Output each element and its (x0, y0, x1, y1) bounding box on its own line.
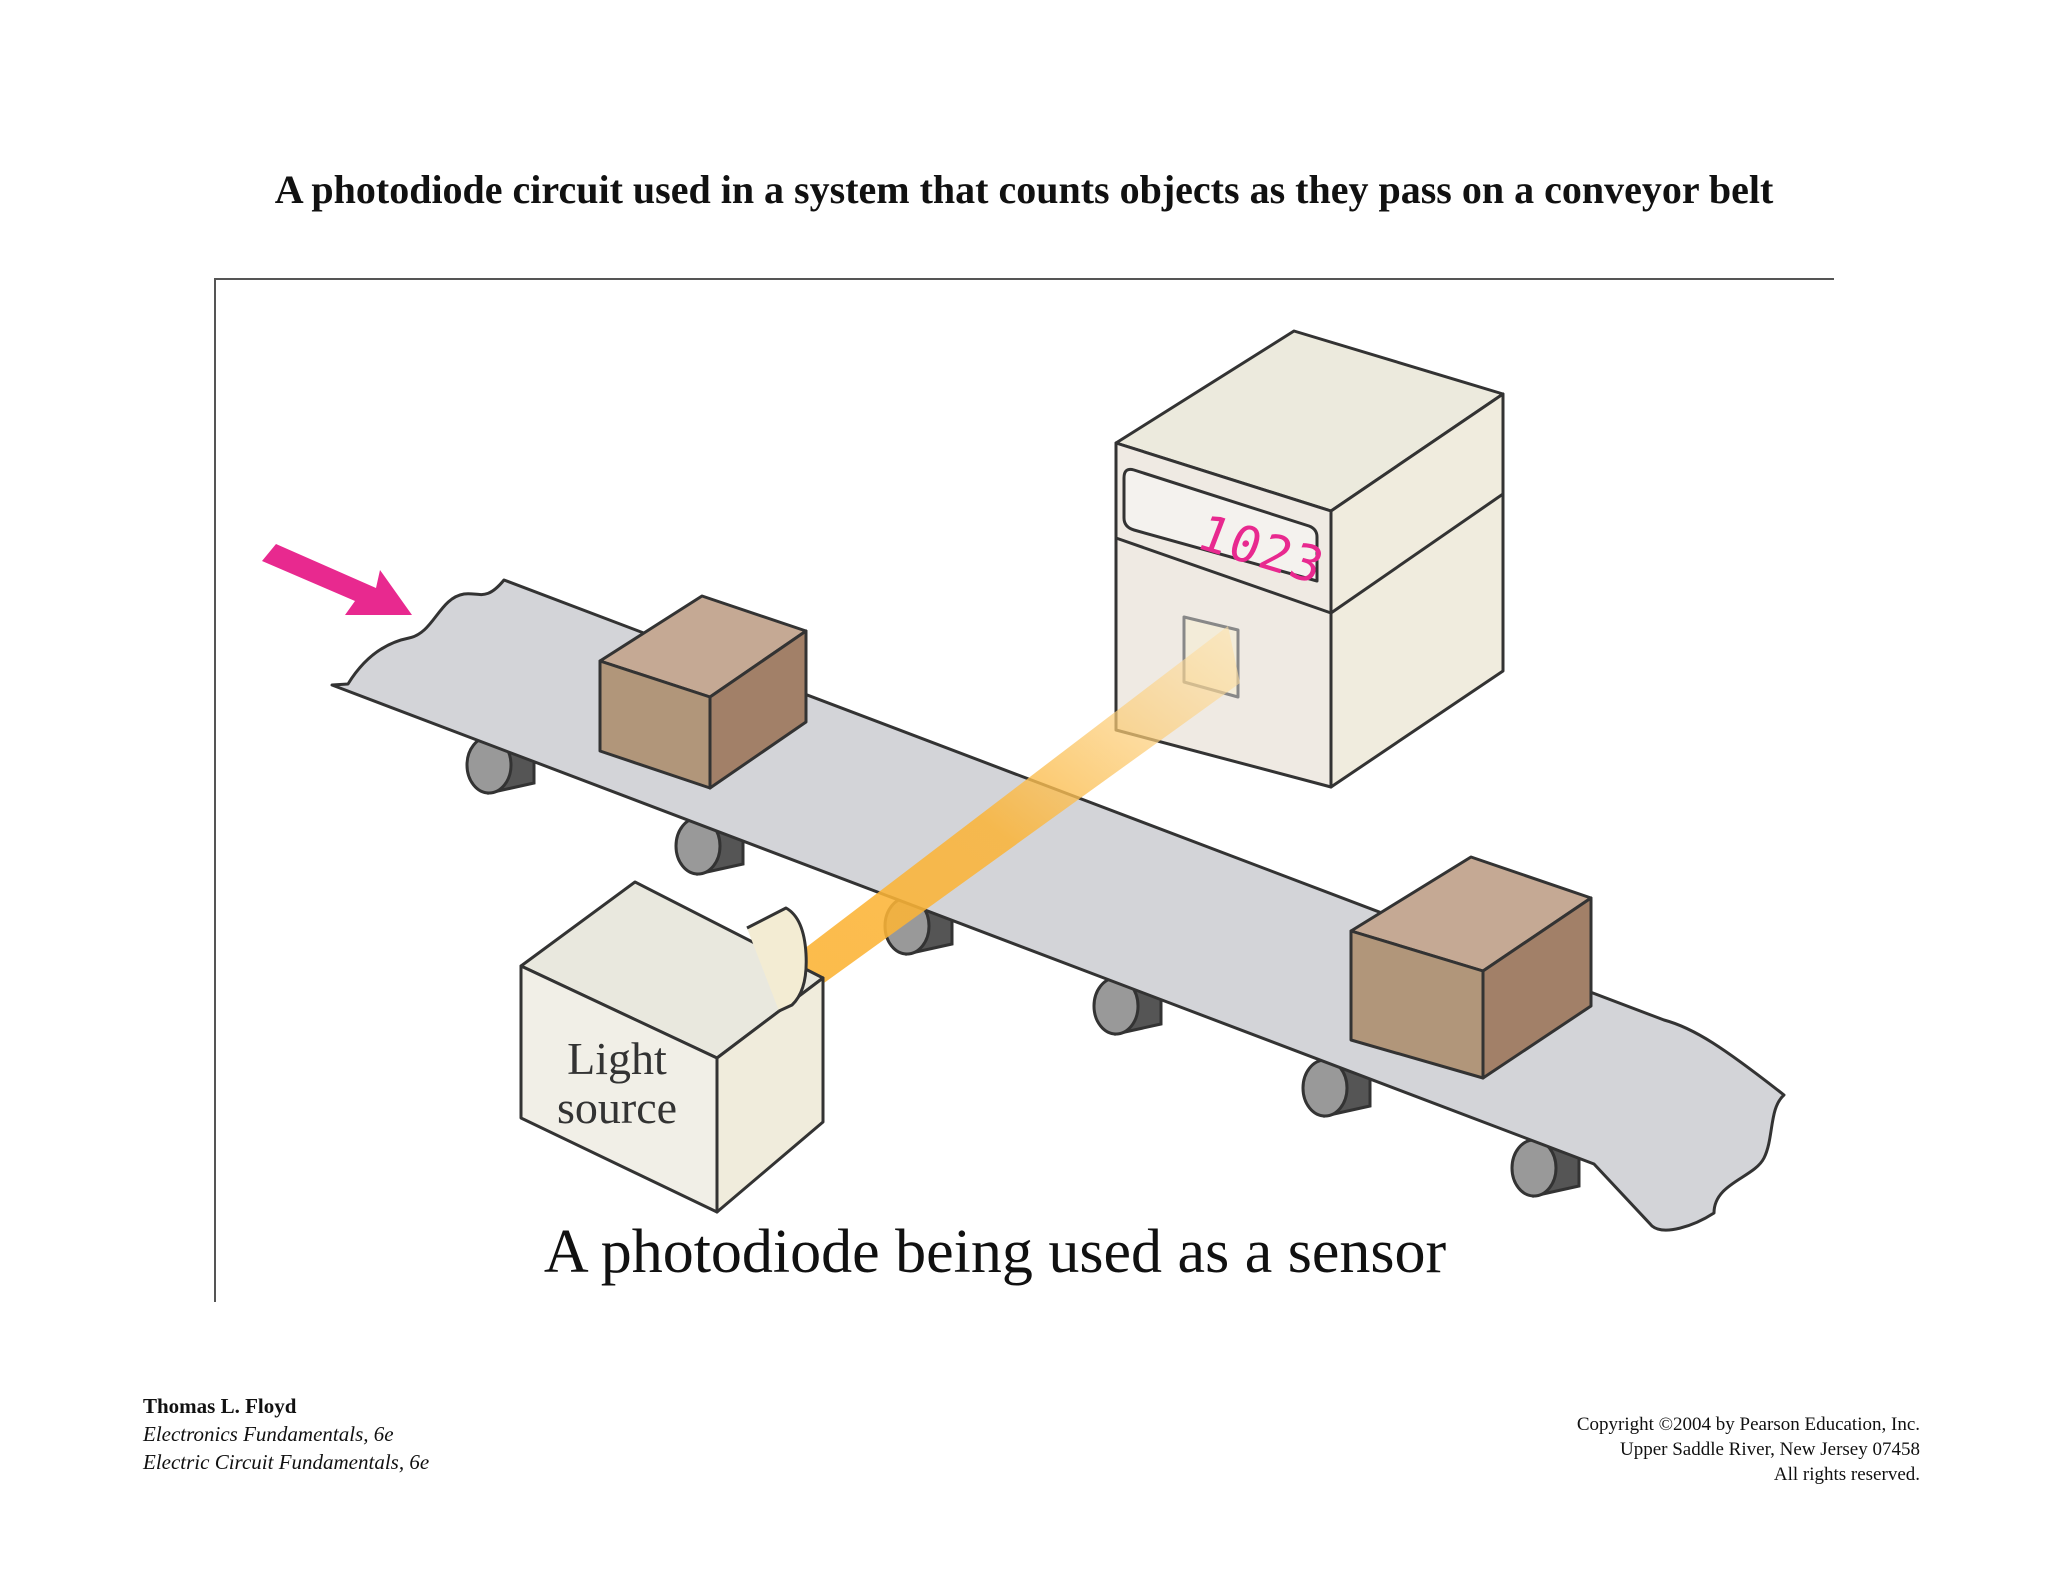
counter-side-face (1329, 392, 1505, 789)
light-source-unit (519, 880, 825, 1214)
footer-book-1: Electronics Fundamentals, 6e (143, 1422, 394, 1446)
copyright-line-1: Copyright ©2004 by Pearson Education, In… (1576, 1414, 1920, 1435)
light-source-label-line2: source (557, 1082, 677, 1133)
roller (465, 734, 536, 795)
light-source-label-line1: Light (567, 1033, 667, 1084)
footer-author: Thomas L. Floyd (143, 1394, 297, 1418)
package-box (1349, 855, 1593, 1080)
figure-caption: A photodiode being used as a sensor (544, 1218, 1447, 1286)
light-beam (779, 626, 1240, 983)
counter-display-window (1122, 467, 1319, 583)
footer-copyright-block: Copyright ©2004 by Pearson Education, In… (1577, 1412, 1920, 1487)
copyright-line-2: Upper Saddle River, New Jersey 07458 (1619, 1439, 1920, 1460)
copyright-line-3: All rights reserved. (1773, 1464, 1920, 1485)
direction-arrow-icon (262, 544, 412, 615)
diagram-canvas: 1023 Light source A photodiode being use… (214, 278, 1834, 1302)
footer-book-2: Electric Circuit Fundamentals, 6e (143, 1450, 430, 1474)
conveyor-diagram: 1023 Light source A photodiode being use… (214, 278, 1834, 1302)
slide-title: A photodiode circuit used in a system th… (274, 167, 1774, 212)
package-box (598, 594, 808, 790)
light-source-lens (746, 906, 808, 1013)
footer-author-block: Thomas L. Floyd Electronics Fundamentals… (143, 1392, 429, 1476)
